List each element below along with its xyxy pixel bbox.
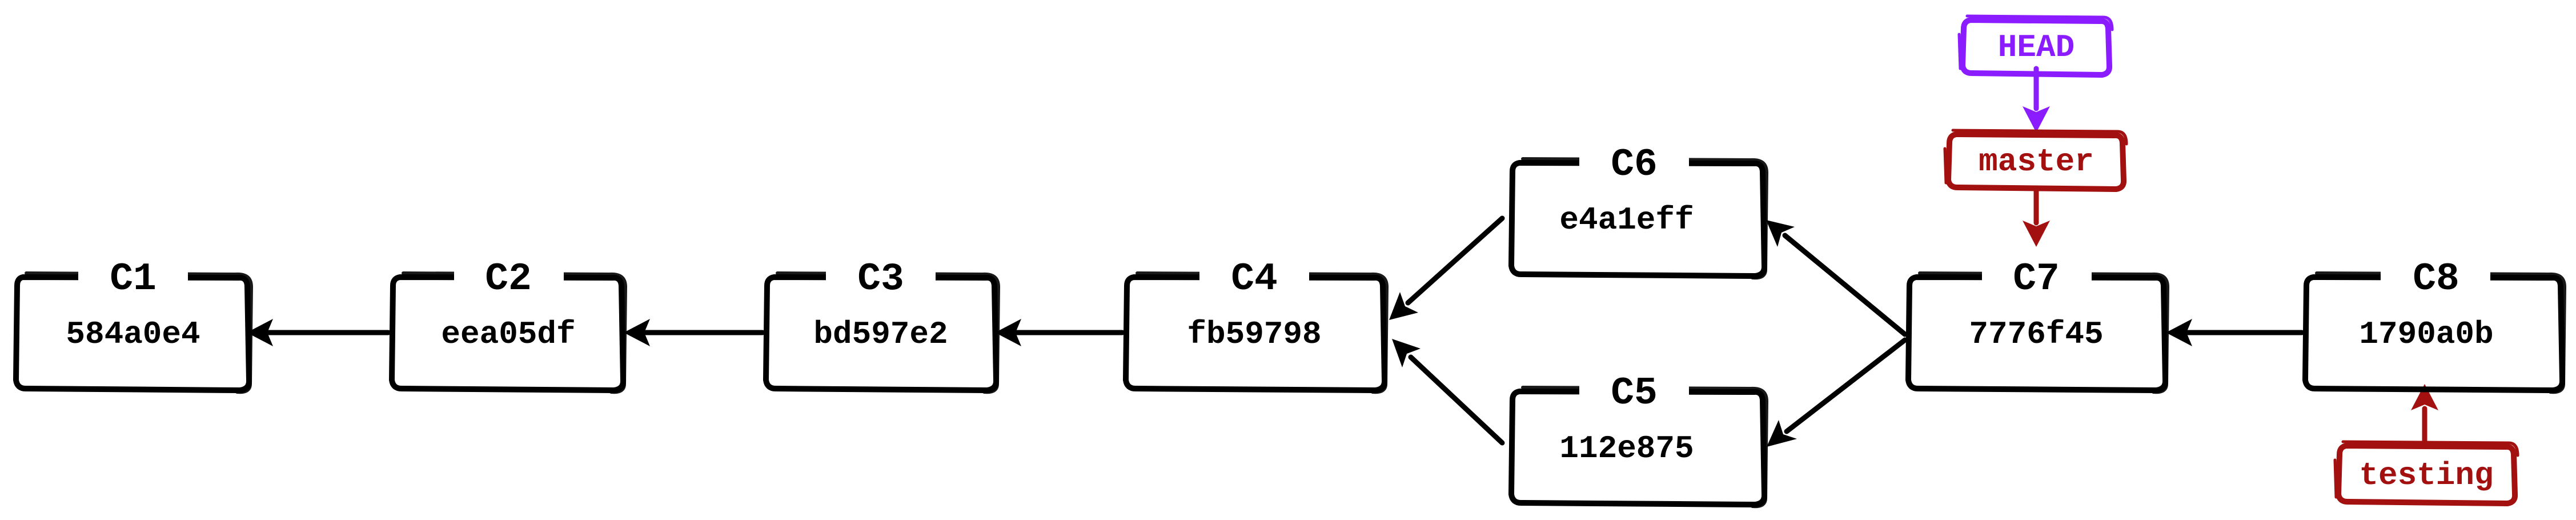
parent-edges — [247, 215, 2305, 447]
edge-c3-to-c2 — [624, 319, 765, 346]
commit-hash: 584a0e4 — [66, 316, 200, 353]
commit-c6[interactable]: C6 e4a1eff — [1508, 143, 1768, 280]
ref-labels: HEAD master testing — [1943, 14, 2519, 506]
commit-c4[interactable]: C4 fb59798 — [1123, 257, 1389, 394]
commit-c7[interactable]: C7 7776f45 — [1905, 257, 2169, 394]
commit-id: C7 — [2013, 257, 2060, 301]
commit-tab-mask — [2381, 264, 2490, 294]
edge-c7-to-c6 — [1766, 220, 1908, 337]
edge-c5-to-c4 — [1392, 339, 1505, 446]
commit-id: C2 — [485, 257, 532, 301]
commit-nodes: C1 584a0e4 C2 eea05df C3 bd597e2 C4 fb59… — [13, 143, 2566, 509]
commit-id: C6 — [1611, 143, 1658, 187]
edge-c8-to-c7 — [2166, 319, 2305, 346]
commit-hash: eea05df — [441, 316, 575, 353]
commit-hash: bd597e2 — [813, 316, 948, 353]
pointer-testing-to-c8 — [2411, 384, 2438, 446]
commit-c8[interactable]: C8 1790a0b — [2302, 257, 2566, 394]
ref-testing[interactable]: testing — [2333, 440, 2519, 506]
commit-tab-mask — [78, 264, 188, 294]
pointer-master-to-c7 — [2023, 186, 2050, 247]
commit-hash: 7776f45 — [1969, 316, 2103, 353]
ref-testing-label: testing — [2359, 457, 2493, 494]
commit-tab-mask — [826, 264, 936, 294]
commit-hash: e4a1eff — [1559, 202, 1694, 238]
commit-tab-mask — [454, 264, 564, 294]
commit-id: C1 — [110, 257, 157, 301]
edge-c2-to-c1 — [247, 319, 391, 346]
ref-master-label: master — [1979, 143, 2094, 180]
edge-c7-to-c5 — [1767, 337, 1908, 447]
commit-hash: fb59798 — [1187, 316, 1321, 353]
commit-hash: 1790a0b — [2359, 316, 2493, 353]
commit-tab-mask — [1982, 264, 2092, 294]
commit-id: C4 — [1231, 257, 1278, 301]
commit-tab-mask — [1199, 264, 1309, 294]
commit-c1[interactable]: C1 584a0e4 — [13, 257, 253, 394]
ref-pointers — [2023, 66, 2438, 446]
commit-hash: 112e875 — [1559, 430, 1694, 467]
commit-c2[interactable]: C2 eea05df — [389, 257, 627, 394]
commit-tab-mask — [1579, 378, 1689, 408]
ref-head-label: HEAD — [1998, 29, 2075, 66]
commit-tab-mask — [1579, 150, 1689, 179]
ref-master[interactable]: master — [1943, 129, 2128, 192]
commit-c3[interactable]: C3 bd597e2 — [763, 257, 1000, 394]
edge-c4-to-c3 — [995, 319, 1125, 346]
edge-c6-to-c4 — [1389, 215, 1505, 320]
commit-id: C8 — [2413, 257, 2459, 301]
pointer-head-to-master — [2023, 66, 2050, 133]
commit-id: C5 — [1611, 371, 1658, 415]
commit-c5[interactable]: C5 112e875 — [1508, 371, 1768, 509]
ref-head[interactable]: HEAD — [1957, 14, 2114, 78]
commit-id: C3 — [857, 257, 904, 301]
